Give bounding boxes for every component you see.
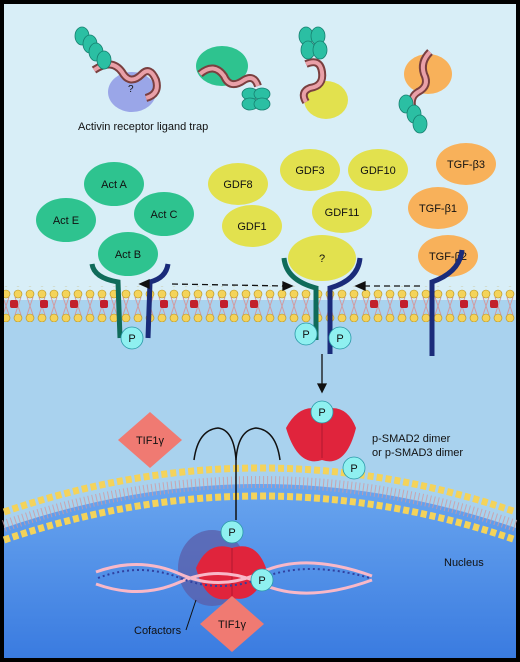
gdf-group: GDF8 GDF3 GDF10 GDF1 GDF11 (208, 149, 408, 247)
phospho-label: P (318, 407, 325, 419)
receptor-ligand-mark: ? (319, 253, 325, 265)
phospho-label: P (336, 333, 343, 345)
nucleus-label: Nucleus (444, 557, 484, 569)
activin-group: Act A Act E Act C Act B (36, 162, 194, 276)
phospho-label: P (258, 575, 265, 587)
migration-arrows (138, 278, 420, 394)
gdf-gdf11 (312, 191, 372, 233)
phospho-smad-2: P (342, 456, 366, 480)
tif1g-label: TIF1γ (218, 619, 247, 631)
gdf-gdf1 (222, 205, 282, 247)
activin-act-b (98, 232, 158, 276)
tgfb-1 (408, 187, 468, 229)
phospho-label: P (228, 527, 235, 539)
cofactors-pointer (185, 599, 197, 631)
smad-label-line2: or p-SMAD3 dimer (372, 447, 463, 459)
import-channel (193, 427, 281, 520)
ligand-trap-1 (74, 26, 161, 112)
phospho-label: P (302, 329, 309, 341)
gdf-label: GDF3 (295, 165, 324, 177)
cell-membrane (4, 286, 516, 322)
activin-label: Act B (115, 249, 141, 261)
gdf-label: GDF10 (360, 165, 395, 177)
phospho-smad-1: P (310, 400, 334, 424)
cofactors-label: Cofactors (134, 625, 182, 637)
ligand-trap-3 (298, 26, 348, 119)
tgfb-3 (436, 143, 496, 185)
gdf-label: GDF1 (237, 221, 266, 233)
tif1g-label: TIF1γ (136, 435, 165, 447)
gdf-label: GDF8 (223, 179, 252, 191)
nuclear-complex (178, 530, 266, 606)
ligand-trap-unknown: ? (128, 84, 134, 95)
tgfb-label: TGF-β3 (447, 159, 485, 171)
gdf-label: GDF11 (325, 207, 360, 219)
tif1g-nucleus: TIF1γ (200, 596, 264, 652)
phospho-label: P (128, 333, 135, 345)
phospho-nuclear-2: P (250, 568, 274, 592)
ligand-trap-caption: Activin receptor ligand trap (78, 121, 208, 133)
phospho-label: P (350, 463, 357, 475)
dna-helix (95, 561, 373, 595)
ligand-trap-4 (398, 49, 452, 134)
phospho-center-right: P (328, 326, 352, 350)
smad-label-line1: p-SMAD2 dimer (372, 433, 451, 445)
tif1g-cytoplasm: TIF1γ (118, 412, 182, 468)
ligand-trap-2 (196, 46, 271, 111)
tgfb-group: TGF-β3 TGF-β1 TGF-β2 (408, 143, 496, 277)
activin-label: Act C (151, 209, 178, 221)
gdf-gdf10 (348, 149, 408, 191)
activin-label: Act E (53, 215, 79, 227)
receptor-bound-ligand (288, 235, 356, 281)
receptor-right (429, 249, 465, 356)
receptor-center: ? (281, 235, 363, 354)
activin-act-a (84, 162, 144, 206)
phospho-center-left: P (294, 322, 318, 346)
tgfb-2 (418, 235, 478, 277)
activin-act-c (134, 192, 194, 236)
activin-label: Act A (101, 179, 127, 191)
receptor-left (89, 263, 171, 339)
gdf-gdf8 (208, 163, 268, 205)
phospho-left: P (120, 326, 144, 350)
activin-act-e (36, 198, 96, 242)
phospho-nuclear-1: P (220, 520, 244, 544)
gdf-gdf3 (280, 149, 340, 191)
tgfb-label: TGF-β1 (419, 203, 457, 215)
